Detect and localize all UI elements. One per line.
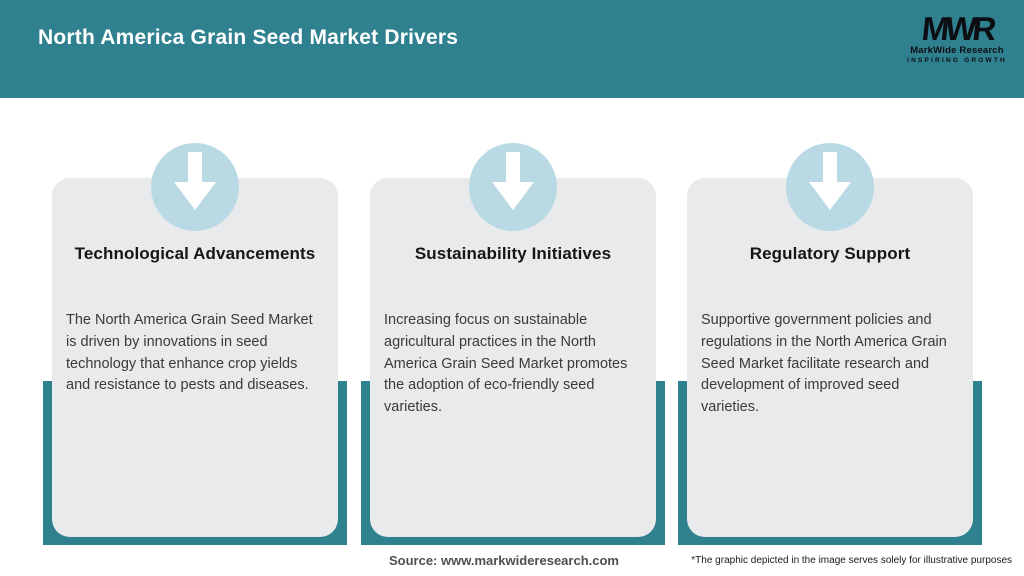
logo-tagline: INSPIRING GROWTH	[907, 56, 1007, 64]
card-title: Regulatory Support	[749, 244, 911, 263]
driver-card-technological-advancements: Technological Advancements The North Ame…	[43, 143, 347, 545]
card-panel: Regulatory Support Supportive government…	[687, 178, 973, 537]
card-body-text: Increasing focus on sustainable agricult…	[384, 312, 628, 415]
driver-card-sustainability-initiatives: Sustainability Initiatives Increasing fo…	[361, 143, 665, 545]
down-arrow-icon	[151, 143, 239, 231]
card-title: Sustainability Initiatives	[414, 244, 612, 263]
driver-card-regulatory-support: Regulatory Support Supportive government…	[678, 143, 982, 545]
source-text: Source: www.markwideresearch.com	[388, 553, 619, 568]
card-panel: Technological Advancements The North Ame…	[52, 178, 338, 537]
source-attribution: Source: www.markwideresearch.com	[0, 553, 1024, 568]
card-title: Technological Advancements	[74, 244, 316, 263]
page-title: North America Grain Seed Market Drivers	[38, 26, 459, 49]
disclaimer-text: *The graphic depicted in the image serve…	[691, 555, 1012, 566]
card-body-text: The North America Grain Seed Market is d…	[66, 312, 313, 394]
card-body-text: Supportive government policies and regul…	[701, 312, 947, 415]
header-band: North America Grain Seed Market Drivers …	[0, 0, 1024, 98]
logo-monogram: MWR	[919, 10, 995, 47]
down-arrow-icon	[786, 143, 874, 231]
logo-name: MarkWide Research	[910, 45, 1004, 56]
markwide-logo: MWR MarkWide Research INSPIRING GROWTH	[902, 10, 1012, 64]
down-arrow-icon	[469, 143, 557, 231]
card-panel: Sustainability Initiatives Increasing fo…	[370, 178, 656, 537]
